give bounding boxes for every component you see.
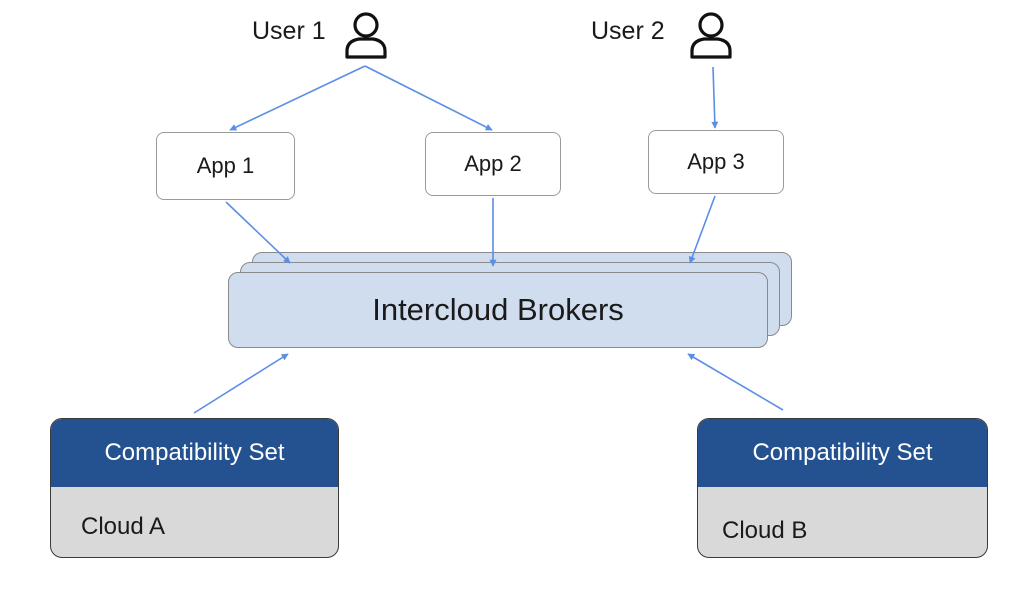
app-1-box: App 1 [156,132,295,200]
user-icon [690,12,732,59]
arrow-user1-app1 [229,65,366,131]
user-icon [345,12,387,59]
arrow-cloudb-broker [687,353,784,411]
compatibility-set-a: Compatibility Set [51,419,338,487]
app-2-label: App 2 [464,151,522,176]
arrow-user2-app3 [711,66,719,129]
app-3-box: App 3 [648,130,784,194]
cloud-b-label: Cloud B [722,517,808,544]
app-3-label: App 3 [687,149,745,174]
app-1-label: App 1 [196,153,255,178]
cloud-b: Compatibility Set Cloud B [697,418,988,558]
compatibility-set-b-label: Compatibility Set [752,439,933,466]
compatibility-set-b: Compatibility Set [698,419,987,487]
intercloud-brokers-label: Intercloud Brokers [372,292,624,327]
user-1-label: User 1 [252,17,326,45]
arrow-clouda-broker [193,353,289,414]
app-2-box: App 2 [425,132,561,196]
cloud-a: Compatibility Set Cloud A [50,418,339,558]
compatibility-set-a-label: Compatibility Set [104,439,285,466]
intercloud-brokers-box: Intercloud Brokers [228,272,768,348]
cloud-a-label: Cloud A [81,513,166,540]
arrow-user1-app2 [364,65,493,131]
user-2-label: User 2 [591,17,665,45]
